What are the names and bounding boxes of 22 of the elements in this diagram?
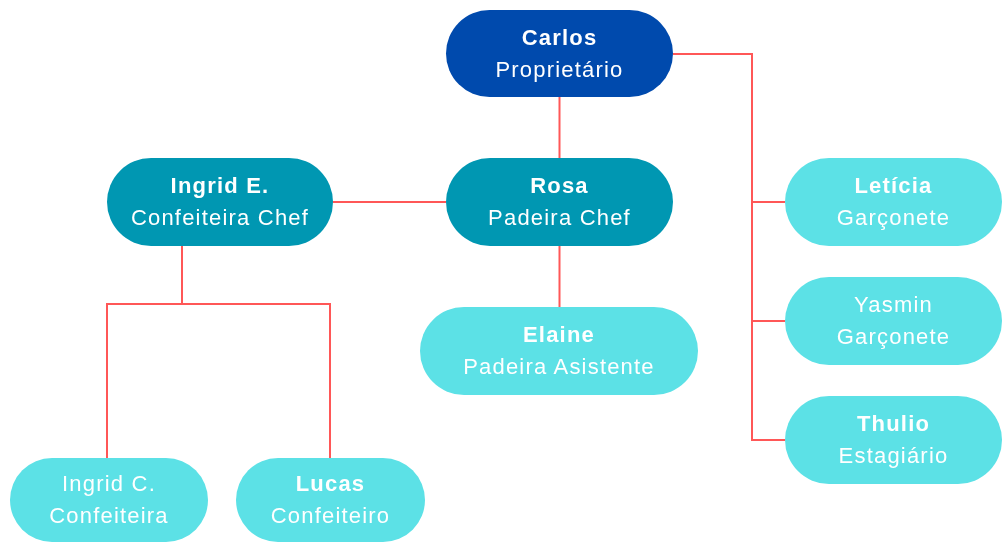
job-title: Padeira Asistente [463, 353, 655, 381]
job-title: Confeiteira Chef [130, 204, 310, 232]
job-title: Garçonete [836, 204, 951, 232]
person-name: Thulio [856, 410, 931, 438]
connector-line [332, 201, 447, 203]
person-name: Ingrid C. [62, 470, 156, 498]
person-name: Ingrid E. [170, 172, 270, 200]
job-title: Proprietário [495, 55, 624, 84]
job-title: Garçonete [836, 323, 951, 351]
job-title: Estagiário [838, 442, 949, 470]
connector-line [558, 245, 561, 308]
job-title: Padeira Chef [488, 204, 631, 232]
job-title: Confeiteira [49, 502, 169, 530]
person-name: Lucas [295, 470, 366, 498]
person-name: Yasmin [854, 291, 933, 319]
connector-line [558, 96, 561, 159]
person-name: Carlos [521, 23, 598, 52]
person-name: Letícia [854, 172, 933, 200]
person-name: Rosa [530, 172, 589, 200]
job-title: Confeiteiro [270, 502, 391, 530]
person-name: Elaine [523, 321, 595, 349]
connector-line [181, 245, 331, 459]
